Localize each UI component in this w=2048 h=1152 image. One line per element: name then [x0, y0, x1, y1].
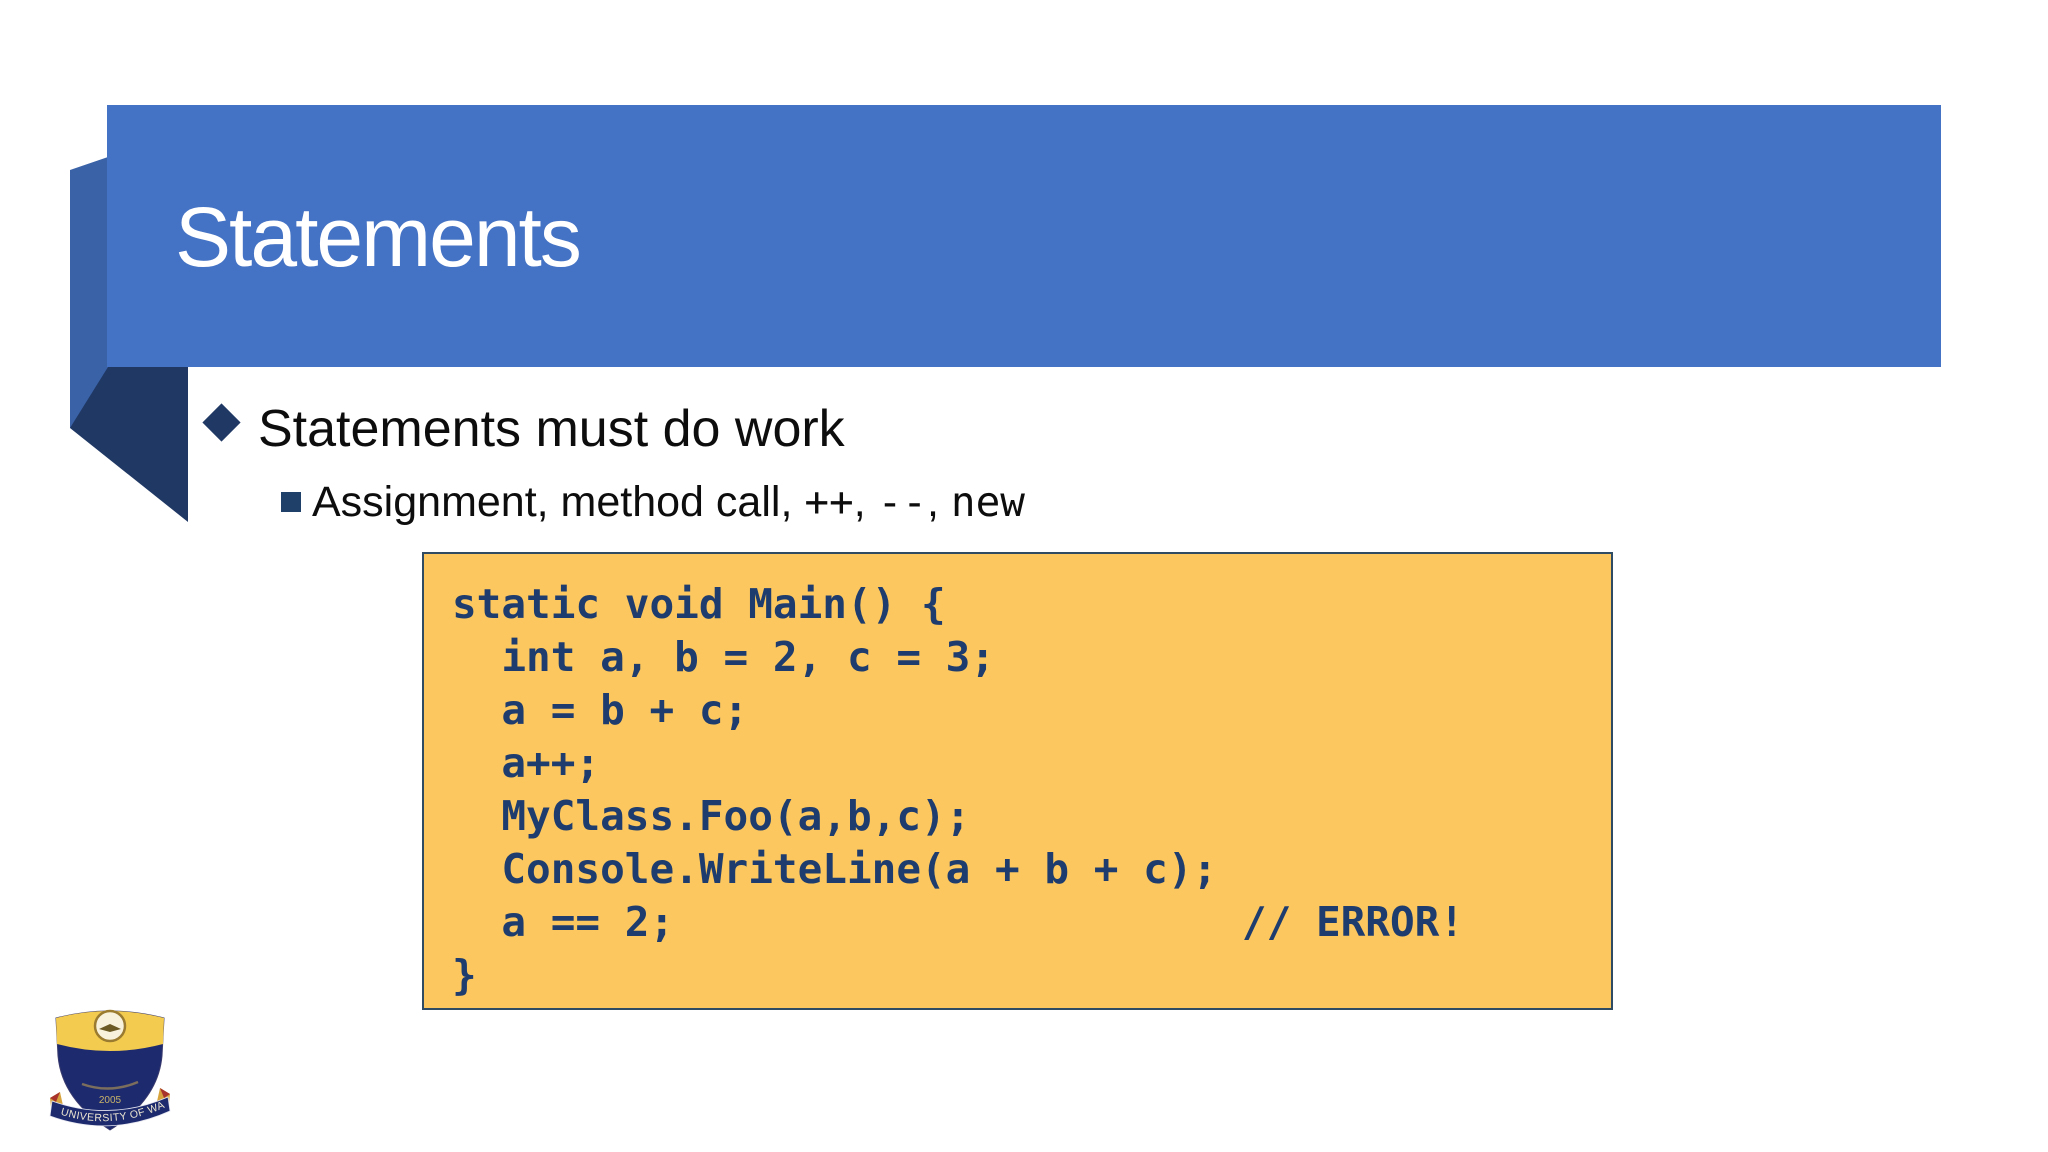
- code-sample-box: static void Main() { int a, b = 2, c = 3…: [422, 552, 1613, 1010]
- crest-year: 2005: [99, 1095, 122, 1106]
- keyword-new: new: [950, 478, 1025, 526]
- square-bullet-icon: [281, 492, 301, 512]
- operator-decrement: --: [877, 478, 927, 526]
- crest-motto-arc: [81, 1080, 139, 1090]
- ribbon-end-left-red: [50, 1092, 60, 1102]
- diamond-bullet-icon: [202, 403, 241, 442]
- slide-title: Statements: [175, 190, 582, 284]
- bullet-sub: Assignment, method call, ++, --, new: [312, 478, 1025, 527]
- operator-increment: ++: [804, 478, 854, 526]
- ribbon-fold-decoration: [70, 157, 188, 522]
- ribbon-strip-shape: [70, 157, 108, 430]
- university-of-wah-logo: 2005 UNIVERSITY OF WAH: [42, 998, 171, 1131]
- crest-ribbon: [49, 1096, 171, 1127]
- ribbon-end-right-red: [160, 1088, 170, 1098]
- separator: ,: [853, 478, 878, 526]
- code-sample: static void Main() { int a, b = 2, c = 3…: [452, 580, 1465, 999]
- ribbon-fold-shape: [70, 367, 188, 522]
- title-banner: Statements: [107, 105, 1941, 367]
- bullet-sub-prefix: Assignment, method call,: [312, 478, 805, 526]
- separator: ,: [927, 478, 951, 526]
- bullet-main: Statements must do work: [258, 400, 845, 458]
- crest-open-book-icon: [99, 1024, 121, 1032]
